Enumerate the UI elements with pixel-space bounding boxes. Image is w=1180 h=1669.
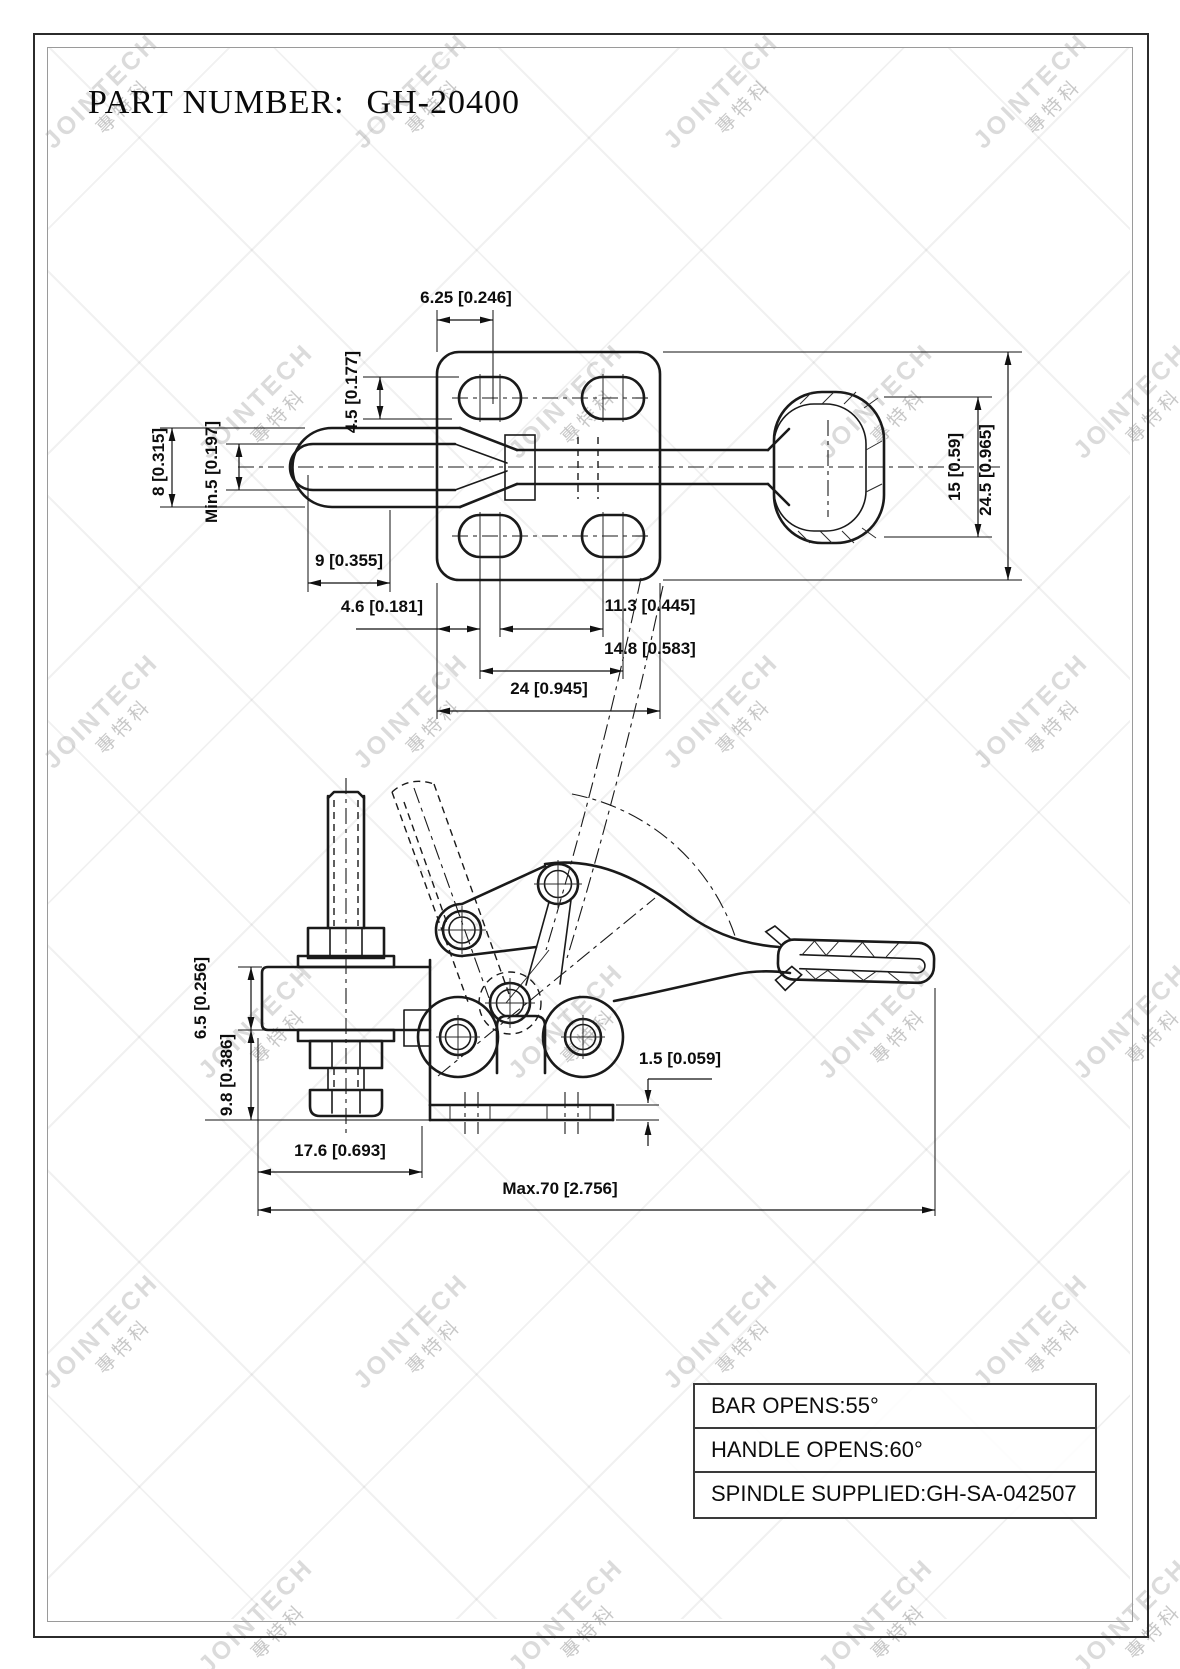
- dimension-label: 17.6 [0.693]: [294, 1141, 386, 1160]
- top-view: 6.25 [0.246] 4.5 [0.177] 8 [0.315] Min.5…: [149, 288, 1022, 1004]
- dimension-label: 4.5 [0.177]: [342, 351, 361, 433]
- dimension-label: 15 [0.59]: [945, 433, 964, 501]
- dimension-label: 4.6 [0.181]: [341, 597, 423, 616]
- dimension-label: 24 [0.945]: [510, 679, 588, 698]
- dimension-label: 6.5 [0.256]: [191, 957, 210, 1039]
- side-view-dimensions: 6.5 [0.256] 9.8 [0.386] 17.6 [0.693] Max…: [191, 957, 936, 1216]
- watermark-crosslines: [48, 48, 1130, 1619]
- dimension-label: 24.5 [0.965]: [976, 424, 995, 516]
- dimension-label: 14.8 [0.583]: [604, 639, 696, 658]
- open-handle-ghost: [391, 780, 510, 1003]
- part-number-label: PART NUMBER:: [88, 84, 345, 121]
- dimension-label: 1.5 [0.059]: [639, 1049, 721, 1068]
- side-view: 6.5 [0.256] 9.8 [0.386] 17.6 [0.693] Max…: [191, 778, 936, 1216]
- spec-row-spindle-supplied: SPINDLE SUPPLIED:GH-SA-042507: [711, 1481, 1077, 1506]
- top-view-dimensions: 6.25 [0.246] 4.5 [0.177] 8 [0.315] Min.5…: [149, 288, 1022, 719]
- dimension-label: Min.5 [0.197]: [202, 421, 221, 523]
- dimension-label: 8 [0.315]: [149, 428, 168, 496]
- spec-row-bar-opens: BAR OPENS:55°: [695, 1385, 1095, 1429]
- spec-row-handle-opens: HANDLE OPENS:60°: [695, 1429, 1095, 1473]
- sheet-border-inner: [47, 47, 1133, 1622]
- dimension-label: 9 [0.355]: [315, 551, 383, 570]
- page-title: PART NUMBER: GH-20400: [88, 84, 520, 122]
- sheet-border-outer: [33, 33, 1149, 1638]
- spec-table: BAR OPENS:55° HANDLE OPENS:60° SPINDLE S…: [693, 1383, 1097, 1519]
- dimension-label: 6.25 [0.246]: [420, 288, 512, 307]
- dimension-label: 11.3 [0.445]: [605, 596, 696, 615]
- grip-hatching-top-view: [797, 391, 883, 544]
- dimension-label: Max.70 [2.756]: [502, 1179, 617, 1198]
- part-number-value: GH-20400: [366, 84, 520, 121]
- handle-grip: [764, 925, 936, 992]
- dimension-label: 9.8 [0.386]: [217, 1034, 236, 1116]
